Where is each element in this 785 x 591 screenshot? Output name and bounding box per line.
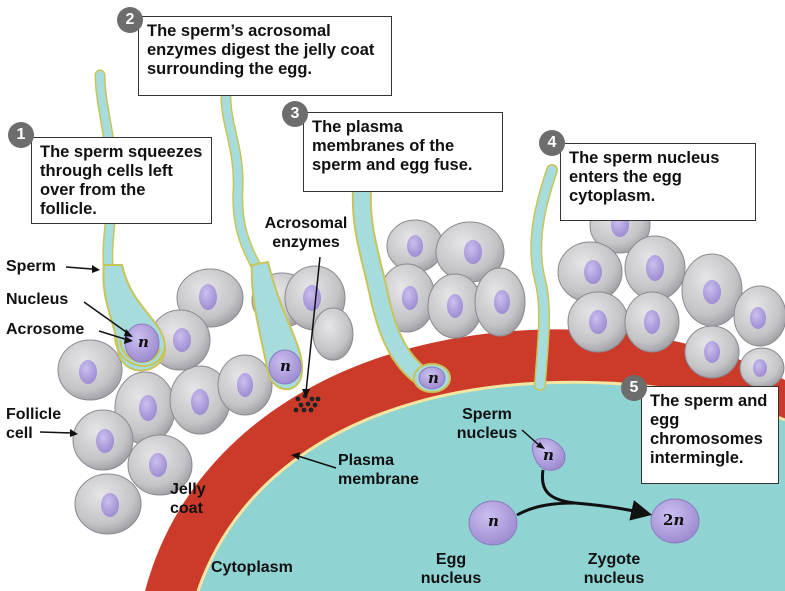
label-plasma-membrane: Plasma membrane	[338, 451, 448, 489]
follicle-cells-middle	[379, 220, 525, 338]
step-3-box: The plasma membranes of the sperm and eg…	[303, 112, 503, 192]
sperm-3-nucleus-symbol: n	[428, 369, 439, 387]
step-5-number: 5	[621, 375, 647, 401]
step-5-box: The sperm and egg chromosomes intermingl…	[641, 386, 779, 484]
label-sperm: Sperm	[6, 257, 56, 276]
zygote-nucleus-symbol: 2n	[663, 511, 684, 529]
label-acrosome: Acrosome	[6, 320, 84, 339]
step-3-text: The plasma membranes of the sperm and eg…	[312, 118, 472, 174]
label-zygote-nucleus: Zygote nucleus	[572, 550, 656, 588]
step-1-text: The sperm squeezes through cells left ov…	[40, 143, 202, 218]
step-3-number: 3	[282, 101, 308, 127]
step-1-number: 1	[8, 122, 34, 148]
step-1-box: The sperm squeezes through cells left ov…	[31, 137, 212, 224]
sperm-2-nucleus-symbol: n	[280, 357, 291, 375]
label-sperm-nucleus: Sperm nucleus	[447, 405, 527, 443]
step-2-text: The sperm’s acrosomal enzymes digest the…	[147, 22, 374, 78]
step-2-number: 2	[117, 7, 143, 33]
step-4-number: 4	[539, 130, 565, 156]
step-4-text: The sperm nucleus enters the egg cytopla…	[569, 149, 719, 205]
egg-nucleus-symbol: n	[488, 512, 499, 530]
label-egg-nucleus: Egg nucleus	[415, 550, 487, 588]
label-cytoplasm: Cytoplasm	[211, 558, 293, 577]
label-jelly-coat: Jelly coat	[170, 480, 220, 518]
sperm-nucleus-symbol: n	[543, 446, 554, 464]
step-5-text: The sperm and egg chromosomes intermingl…	[650, 392, 767, 467]
step-4-box: The sperm nucleus enters the egg cytopla…	[560, 143, 756, 221]
step-2-box: The sperm’s acrosomal enzymes digest the…	[138, 16, 392, 96]
label-follicle-cell: Follicle cell	[6, 405, 76, 443]
label-acrosomal-enzymes: Acrosomal enzymes	[256, 214, 356, 252]
label-nucleus: Nucleus	[6, 290, 68, 309]
sperm-1-nucleus-symbol: n	[138, 333, 149, 351]
